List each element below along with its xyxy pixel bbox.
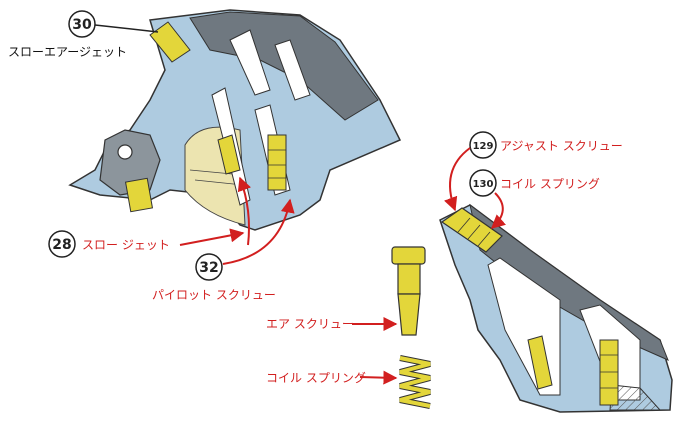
arrow-129 <box>444 147 471 212</box>
label-coil-spring-top: コイル スプリング <box>500 177 600 191</box>
slow-air-jet-part <box>149 21 191 63</box>
air-screw-part <box>391 246 426 336</box>
coil-spring-part <box>399 355 431 409</box>
callout-30-number: 30 <box>72 17 92 33</box>
slow-jet-part <box>124 177 154 213</box>
arrow-slow-jet <box>179 228 245 246</box>
label-coil-spring-bottom: コイル スプリング <box>266 371 366 385</box>
callout-32-number: 32 <box>199 260 218 276</box>
callout-30: 30 <box>68 10 96 38</box>
pilot-screw-part <box>217 134 241 175</box>
callout-129-number: 129 <box>473 141 494 152</box>
arrow-32 <box>222 198 295 265</box>
adjust-screw-part <box>440 207 503 253</box>
arrow-coil-spring-bottom <box>359 370 398 385</box>
callout-129: 129 <box>469 131 497 159</box>
label-slow-jet: スロー ジェット <box>82 238 170 252</box>
callout-28: 28 <box>48 230 76 258</box>
arrow-130 <box>490 192 507 229</box>
label-pilot-screw: パイロット スクリュー <box>152 288 276 302</box>
callout-130-number: 130 <box>473 179 494 190</box>
callout-28-number: 28 <box>52 237 71 253</box>
arrow-pilot-screw <box>237 176 251 246</box>
leader-30 <box>94 24 159 33</box>
label-adjust-screw: アジャスト スクリュー <box>500 139 623 153</box>
label-air-screw: エア スクリュー <box>266 317 354 331</box>
right-carburetor-section <box>439 203 673 413</box>
left-carburetor-section <box>68 9 402 231</box>
callout-130: 130 <box>469 169 497 197</box>
callout-32: 32 <box>195 253 223 281</box>
label-slow-air-jet: スローエアージェット <box>8 45 127 59</box>
